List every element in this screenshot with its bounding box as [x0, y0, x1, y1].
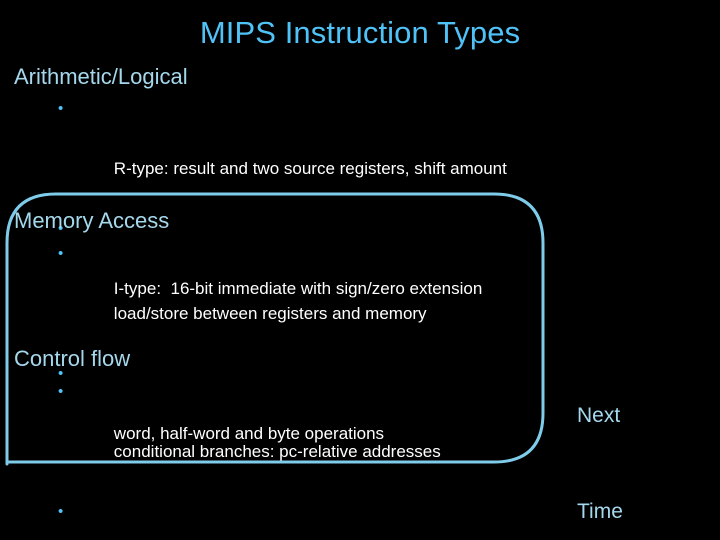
side-note-line-2: Time	[577, 500, 623, 523]
bullet-text: load/store between registers and memory	[113, 304, 427, 323]
bullet-item: • word, half-word and byte operations	[50, 359, 534, 479]
bullet-item: • jumps: fixed offsets, register absolut…	[50, 497, 534, 540]
side-note-next-time: Next Time	[577, 336, 707, 540]
bullet-dot-icon: •	[58, 245, 64, 262]
bullet-text: R-type: result and two source registers,…	[113, 159, 507, 178]
side-note-line-1: Next	[577, 404, 621, 427]
section-control-flow: Control flow • conditional branches: pc-…	[14, 345, 534, 540]
bullet-text: word, half-word and byte operations	[113, 424, 385, 443]
bullet-list-memory-access: • load/store between registers and memor…	[50, 239, 534, 479]
bullet-dot-icon: •	[58, 100, 64, 117]
bullet-dot-icon: •	[58, 383, 64, 400]
bullet-list-control-flow: • conditional branches: pc-relative addr…	[50, 377, 534, 540]
bullet-dot-icon: •	[58, 365, 64, 382]
section-memory-access: Memory Access • load/store between regis…	[14, 207, 534, 479]
bullet-text: conditional branches: pc-relative addres…	[113, 442, 441, 461]
section-heading-memory-access: Memory Access	[14, 208, 170, 233]
bullet-item: • R-type: result and two source register…	[50, 94, 704, 214]
bullet-item: • conditional branches: pc-relative addr…	[50, 377, 534, 497]
bullet-item: • load/store between registers and memor…	[50, 239, 534, 359]
slide-title: MIPS Instruction Types	[199, 15, 521, 50]
section-heading-control-flow: Control flow	[14, 346, 131, 371]
bullet-dot-icon: •	[58, 503, 64, 520]
section-heading-arithmetic-logical: Arithmetic/Logical	[14, 64, 188, 89]
